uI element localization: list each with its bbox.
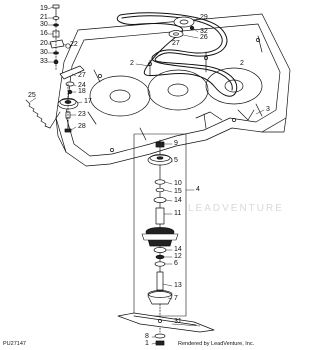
deck-dome-center: [147, 69, 209, 111]
callout-8: 8: [145, 333, 149, 340]
callout-27-arm: 27: [78, 72, 86, 79]
parts-diagram: LEADVENTURE 19 21 30 16 20 22 30 33 27 2…: [3, 4, 291, 347]
callout-16: 16: [40, 30, 48, 37]
deck-dome-right: [205, 67, 263, 105]
leader-lines: [29, 6, 265, 345]
callout-17: 17: [84, 98, 92, 105]
spacer-18: [67, 89, 73, 95]
blade-center-hole: [158, 319, 162, 323]
deck-bolt-5: [232, 118, 236, 122]
spindle-assembly: [133, 133, 187, 333]
belt-inner: [121, 15, 233, 91]
callout-10: 10: [174, 180, 182, 187]
deck-skirt: [55, 117, 287, 153]
callout-5: 5: [174, 157, 178, 164]
callout-30-lower: 30: [40, 49, 48, 56]
bolt-1-head: [155, 340, 165, 346]
washer-32: [189, 25, 195, 31]
callout-6: 6: [174, 260, 178, 267]
deck-bolt-6: [110, 148, 114, 152]
shaft-13: [156, 271, 164, 291]
callout-25: 25: [28, 92, 36, 99]
washer-24: [65, 81, 75, 87]
callout-9: 9: [174, 140, 178, 147]
callout-29: 29: [200, 14, 208, 21]
callout-14-lower: 14: [174, 246, 182, 253]
callout-30-upper: 30: [40, 21, 48, 28]
watermark-text: LEADVENTURE: [188, 203, 284, 214]
pulley-26-inner: [173, 32, 179, 36]
mower-deck: [55, 13, 291, 167]
washer-15: [155, 187, 165, 193]
callout-2-belt: 2: [240, 60, 244, 67]
pulley-29-inner: [179, 19, 189, 25]
spindle-pulley-5-hub: [156, 156, 164, 160]
seal-6: [154, 261, 166, 267]
callout-24: 24: [78, 82, 86, 89]
callout-28: 28: [78, 123, 86, 130]
bolt-28-head: [64, 128, 72, 133]
pulley-26-outer: [168, 30, 184, 38]
bearing-14-upper: [153, 197, 167, 203]
callout-11: 11: [174, 210, 182, 217]
deck-dome-center-inner: [167, 83, 189, 97]
callout-1: 1: [145, 340, 149, 347]
deck-body: [55, 13, 291, 167]
spring-25: [25, 99, 51, 129]
deck-top-rim: [65, 23, 281, 157]
callout-32: 32: [200, 28, 208, 35]
render-credit: Rendered by LeadVenture, Inc.: [178, 341, 255, 347]
bolt-19-head: [52, 4, 60, 9]
blade-fasteners: [154, 333, 166, 346]
callout-14-upper: 14: [174, 197, 182, 204]
deck-bolt-3: [256, 38, 260, 42]
deck-bolt-4: [98, 74, 102, 78]
callout-26: 26: [200, 34, 208, 41]
figure-id: PU27147: [3, 341, 26, 347]
blade-31: [117, 312, 215, 333]
spindle-housing-flange: [141, 233, 179, 241]
idler-arm-assembly: [25, 4, 85, 133]
washer-8: [154, 333, 166, 339]
callout-31: 31: [174, 318, 182, 325]
idler-arm-27: [59, 65, 85, 80]
spindle-pulley-5-groove: [149, 154, 171, 162]
bearing-14-lower: [153, 247, 167, 253]
blade-hub-7-top: [147, 290, 173, 298]
deck-dome-left: [89, 75, 151, 117]
pin-22: [65, 43, 71, 49]
callout-18: 18: [78, 88, 86, 95]
spindle-frame: [133, 133, 187, 317]
washer-21: [52, 16, 60, 20]
callout-22: 22: [70, 41, 78, 48]
callout-2-deck: 2: [130, 60, 134, 67]
callout-21: 21: [40, 14, 48, 21]
mower-deck-drawing: [25, 4, 291, 346]
pulley-29-outer: [173, 16, 195, 28]
callout-15: 15: [174, 188, 182, 195]
callout-23: 23: [78, 111, 86, 118]
callout-27-pulley: 27: [172, 40, 180, 47]
callout-4: 4: [196, 186, 200, 193]
spacer-11: [155, 207, 165, 225]
washer-12: [155, 254, 165, 260]
deck-dome-left-inner: [109, 89, 131, 103]
idler-pulley-upper: [168, 16, 195, 38]
callout-33: 33: [40, 58, 48, 65]
spring-25-hook: [49, 111, 61, 129]
callout-19: 19: [40, 5, 48, 12]
washer-10: [154, 179, 166, 185]
nut-9: [155, 141, 165, 148]
callout-7: 7: [174, 295, 178, 302]
mower-blade: [117, 312, 215, 333]
callout-13: 13: [174, 282, 182, 289]
callout-20: 20: [40, 40, 48, 47]
callout-3: 3: [266, 106, 270, 113]
blade-31-edge: [133, 315, 197, 326]
bracket-20: [49, 39, 65, 49]
callout-12: 12: [174, 253, 182, 260]
